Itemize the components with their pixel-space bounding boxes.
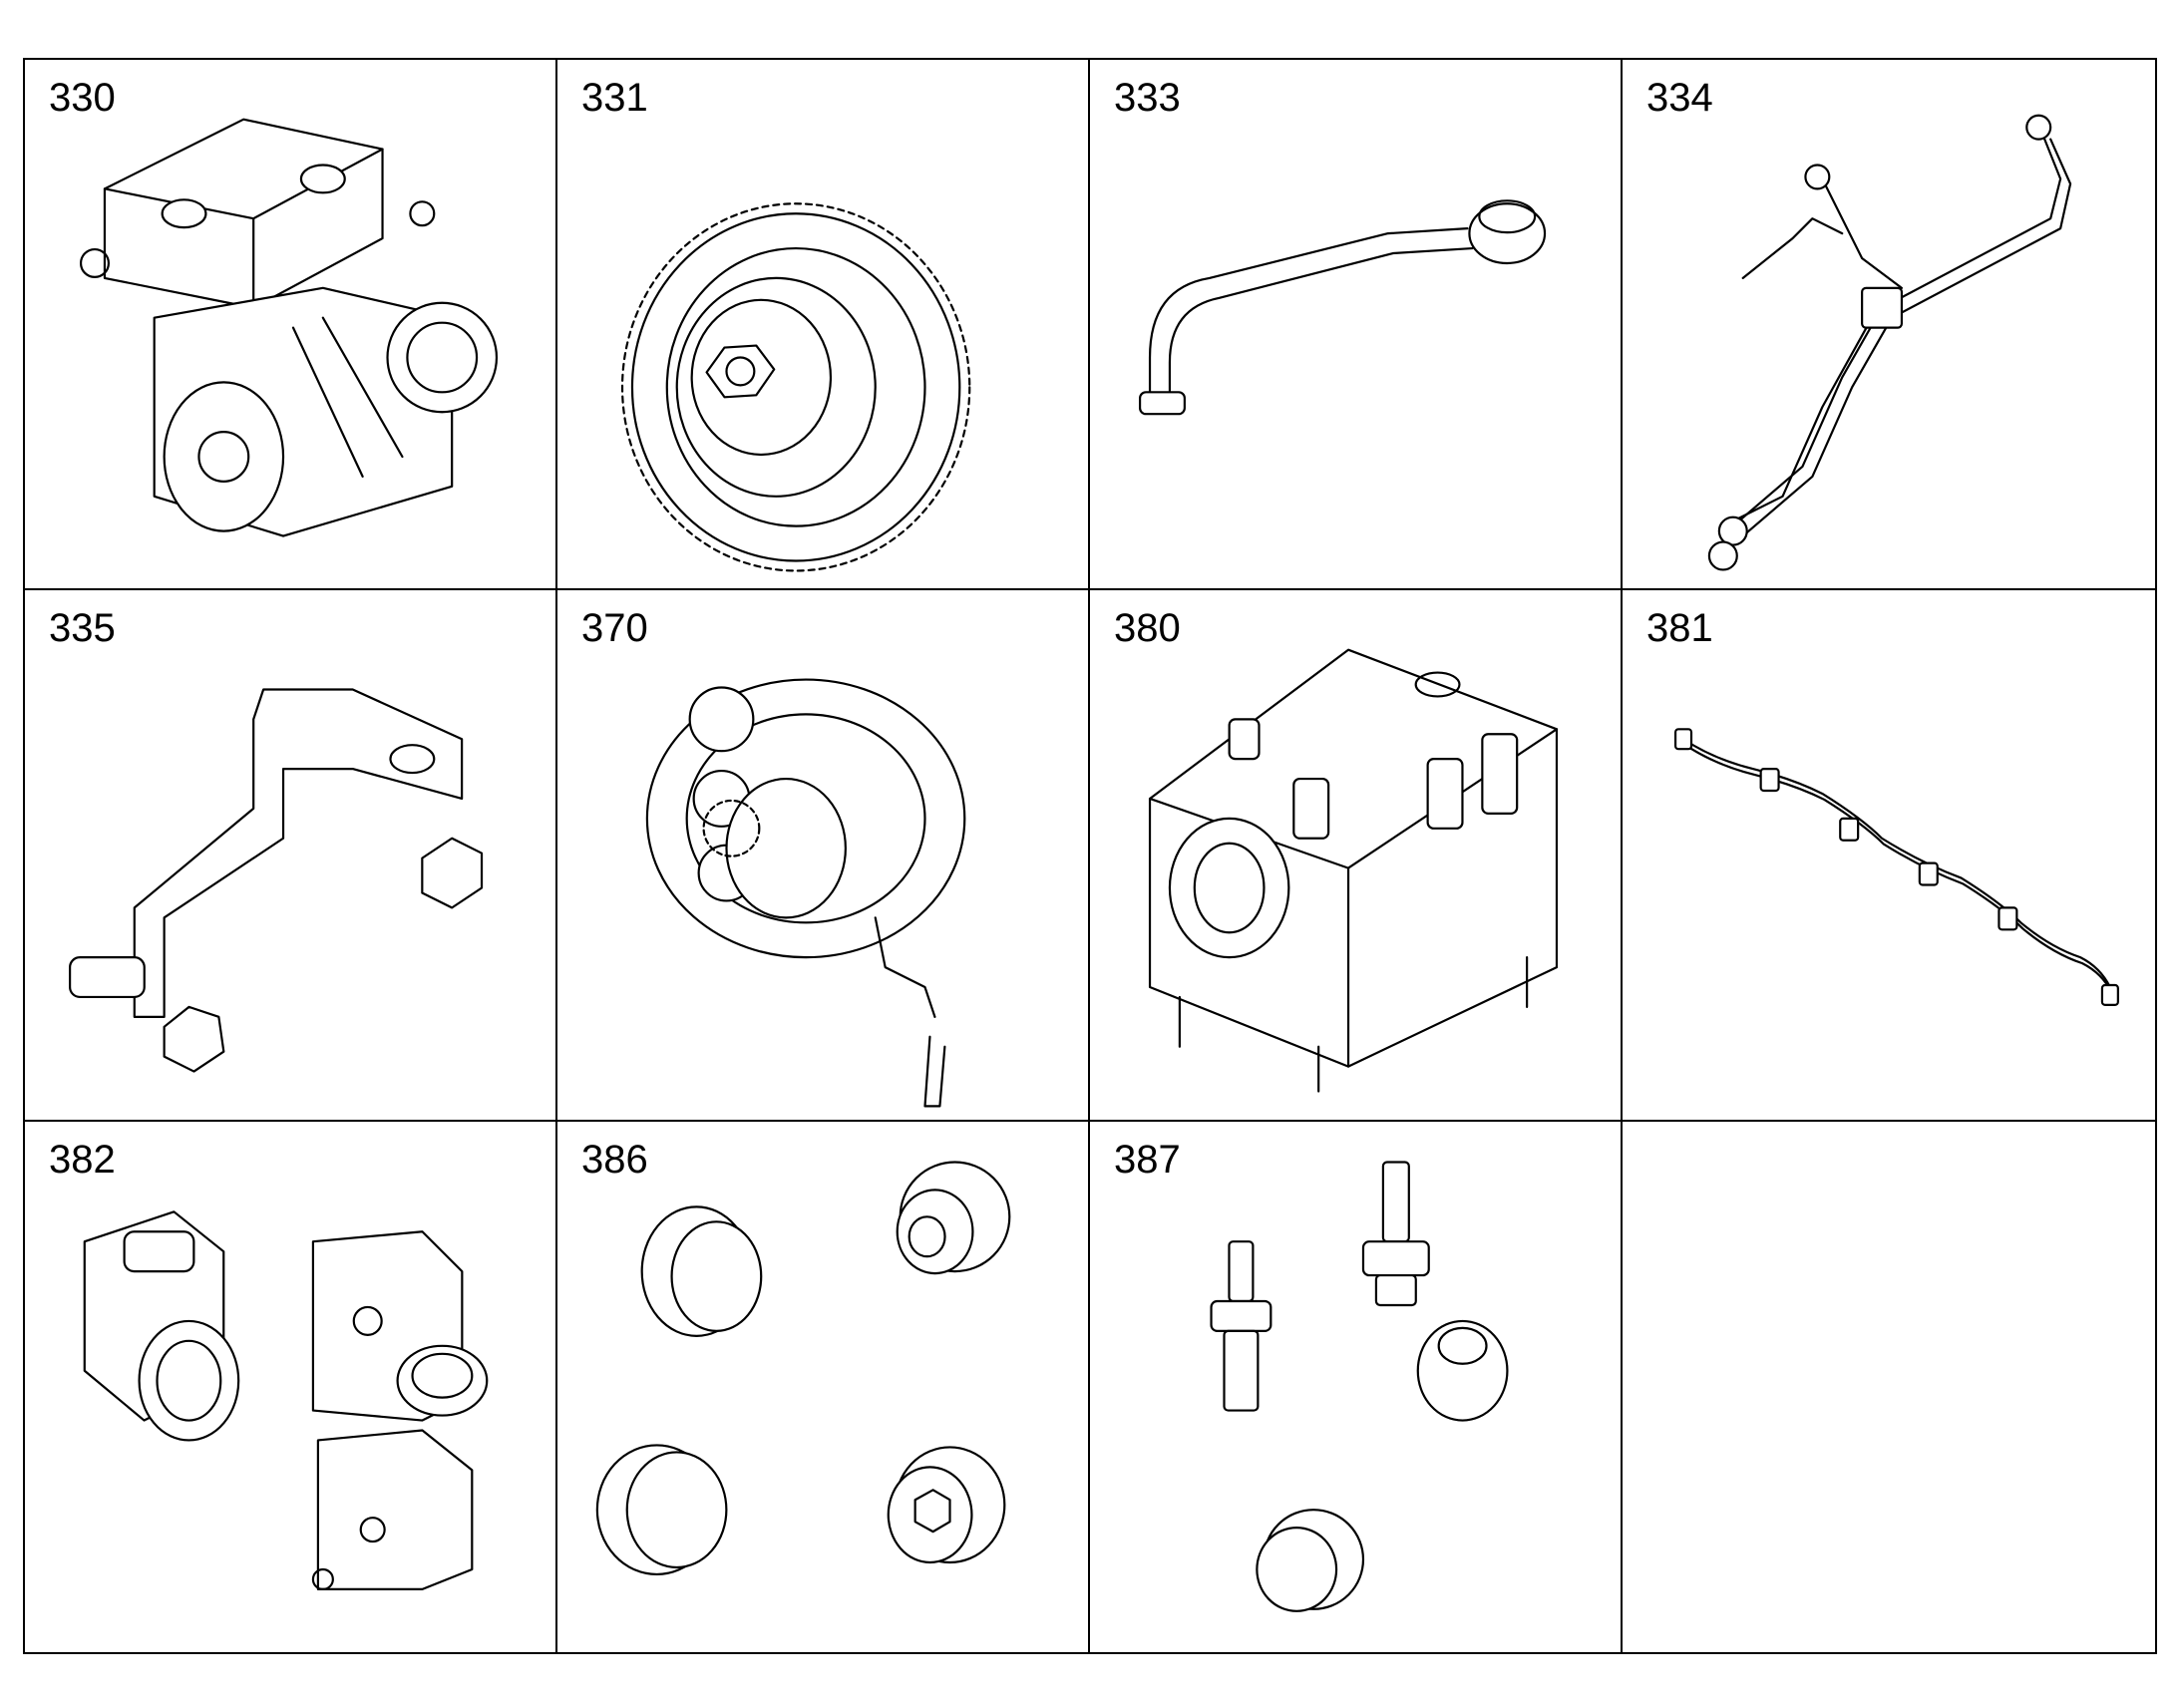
parts-cell-empty — [1623, 1122, 2155, 1652]
gear-drawing — [620, 202, 971, 572]
parts-cell-330: 330 — [25, 60, 557, 591]
part-number: 381 — [1646, 606, 1713, 651]
part-number: 335 — [49, 606, 116, 651]
parts-cell-380: 380 — [1090, 590, 1623, 1122]
parts-grid: 330 331 333 — [23, 58, 2157, 1654]
wiring-harness-drawing — [1673, 728, 2119, 1007]
air-compressor-drawing — [79, 118, 499, 537]
plugs-drawing — [595, 1161, 1011, 1575]
part-number: 387 — [1114, 1137, 1181, 1182]
bracket-drawing — [69, 688, 484, 1073]
part-number: 333 — [1114, 76, 1181, 120]
part-number: 386 — [581, 1137, 648, 1182]
part-number: 334 — [1646, 76, 1713, 120]
parts-cell-382: 382 — [25, 1121, 557, 1652]
parts-cell-370: 370 — [557, 590, 1090, 1122]
parts-cell-331: 331 — [557, 60, 1090, 591]
thermostat-housings-drawing — [83, 1209, 489, 1590]
pump-housing-drawing — [1148, 648, 1559, 1093]
part-number: 331 — [581, 76, 648, 120]
pipe-assembly-drawing — [1707, 114, 2072, 571]
parts-cell-386: 386 — [557, 1121, 1090, 1652]
parts-cell-333: 333 — [1090, 60, 1623, 591]
gear-housing-drawing — [645, 678, 966, 1108]
parts-cell-335: 335 — [25, 590, 557, 1122]
parts-cell-381: 381 — [1623, 590, 2155, 1122]
part-number: 382 — [49, 1137, 116, 1182]
part-number: 380 — [1114, 606, 1181, 651]
parts-cell-334: 334 — [1623, 60, 2155, 591]
part-number: 370 — [581, 606, 648, 651]
fittings-drawing — [1210, 1161, 1509, 1612]
bent-pipe-drawing — [1138, 199, 1547, 416]
parts-cell-387: 387 — [1090, 1121, 1623, 1652]
part-number: 330 — [49, 76, 116, 120]
